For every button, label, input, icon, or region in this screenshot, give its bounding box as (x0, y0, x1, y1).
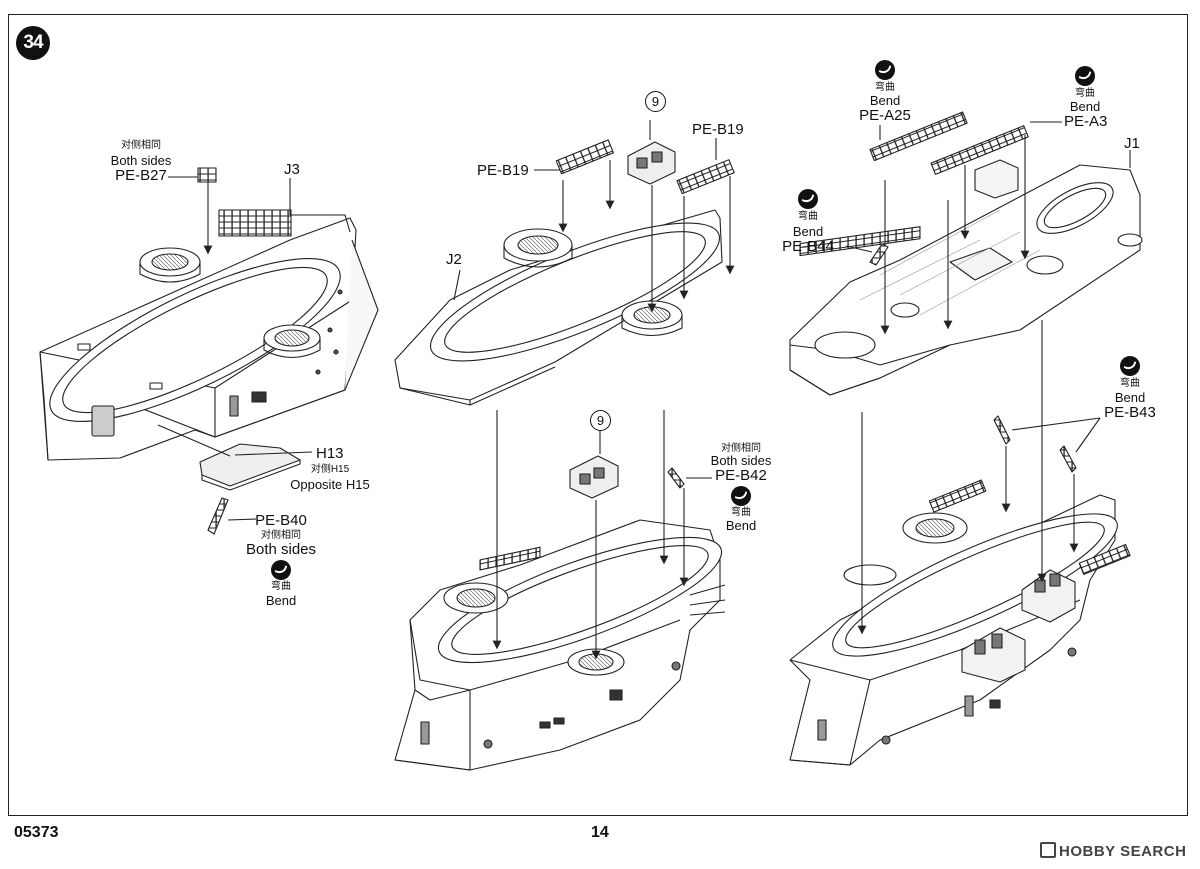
reference-circle-9: 9 (645, 91, 666, 112)
pe-a3-bend-zh: 弯曲 (1075, 88, 1095, 99)
label-j2: J2 (446, 251, 462, 268)
watermark: HOBBY SEARCH (1040, 842, 1186, 860)
label-pe-a3: PE-A3 (1064, 113, 1108, 130)
pe-b27-both-sides-en: Both sides (110, 153, 172, 168)
deck-j1 (789, 111, 1143, 396)
pe-b44-bend-zh: 弯曲 (798, 211, 818, 222)
bend-icon (798, 189, 818, 209)
label-pe-b19-left: PE-B19 (477, 162, 529, 179)
step-number-badge: 34 (16, 26, 50, 60)
watermark-text: HOBBY SEARCH (1059, 843, 1187, 860)
bend-icon (875, 60, 895, 80)
deck-j2 (394, 120, 735, 406)
label-pe-b27: PE-B27 (115, 167, 167, 184)
product-code: 05373 (14, 824, 59, 841)
pe-b40-both-sides-en: Both sides (245, 541, 317, 558)
assembled-superstructure-right (789, 320, 1131, 766)
pe-b43-bend-en: Bend (1114, 390, 1146, 405)
watermark-logo-icon (1040, 842, 1056, 858)
label-j3: J3 (284, 161, 300, 178)
pe-b42-both-sides-en: Both sides (710, 453, 772, 468)
pe-b42-bend-zh: 弯曲 (731, 507, 751, 518)
instruction-frame (8, 14, 1188, 816)
pe-b43-bend-zh: 弯曲 (1120, 378, 1140, 389)
label-pe-b19-right: PE-B19 (692, 121, 744, 138)
bend-icon (1120, 356, 1140, 376)
page-number: 14 (591, 824, 609, 841)
pe-b40-bend-en: Bend (265, 593, 297, 608)
assembled-superstructure-middle (394, 410, 726, 771)
label-h13: H13 (316, 445, 344, 462)
pe-b40-both-sides-zh: 对侧相同 (261, 530, 301, 541)
label-pe-b44: PE-B44 (782, 238, 834, 255)
label-pe-b40: PE-B40 (255, 512, 307, 529)
pe-a25-bend-zh: 弯曲 (875, 82, 895, 93)
label-pe-b42: PE-B42 (715, 467, 767, 484)
superstructure-j3 (39, 167, 379, 535)
pe-b27-both-sides-zh: 对侧相同 (121, 140, 161, 151)
bend-icon (1075, 66, 1095, 86)
bend-icon (731, 486, 751, 506)
pe-a3-bend-en: Bend (1069, 99, 1101, 114)
label-pe-b43: PE-B43 (1104, 404, 1156, 421)
pe-b44-bend-en: Bend (792, 224, 824, 239)
pe-a25-bend-en: Bend (869, 93, 901, 108)
label-pe-a25: PE-A25 (859, 107, 911, 124)
label-h15-en: Opposite H15 (290, 477, 370, 492)
pe-b42-bend-en: Bend (725, 518, 757, 533)
bend-icon (271, 560, 291, 580)
pe-b42-both-sides-zh: 对侧相同 (721, 443, 761, 454)
reference-circle-9: 9 (590, 410, 611, 431)
label-j1: J1 (1124, 135, 1140, 152)
pe-b40-bend-zh: 弯曲 (271, 581, 291, 592)
label-h15-zh: 对侧H15 (310, 464, 350, 475)
